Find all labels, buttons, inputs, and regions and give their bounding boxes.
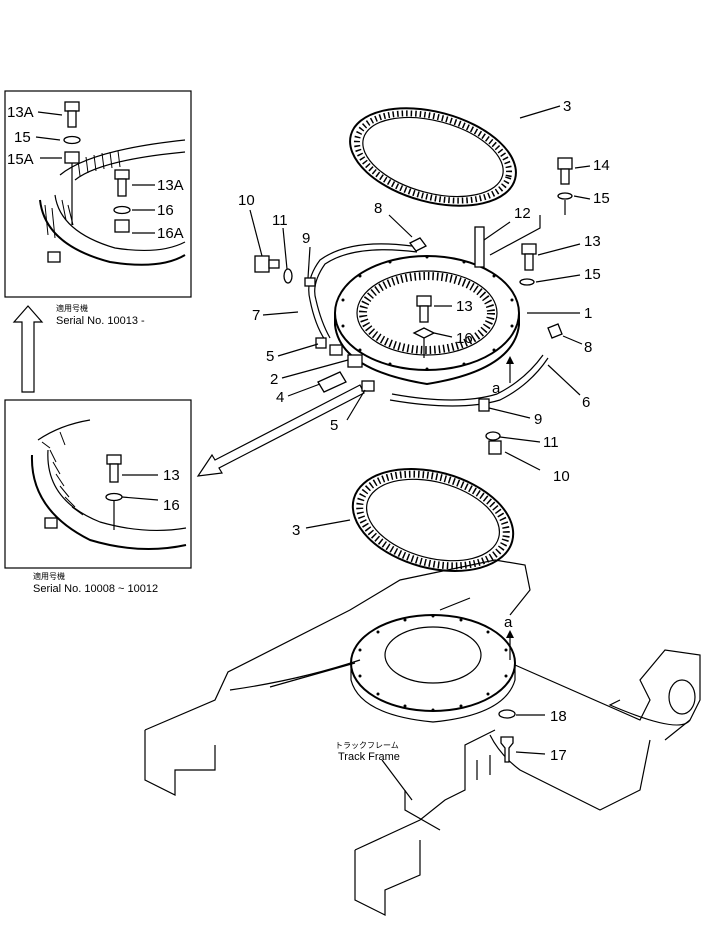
washer-15-icon: [63, 135, 81, 145]
part-label-10: 10: [553, 468, 570, 485]
label-13a: 13A: [157, 177, 184, 194]
reference-mark-a: a: [492, 380, 501, 397]
part-label-13: 13: [456, 298, 473, 315]
part-label-5: 5: [266, 348, 274, 365]
part-label-12: 12: [514, 205, 531, 222]
inset-bottom-caption-jp: 適用号機: [33, 571, 65, 581]
part-label-10: 10: [238, 192, 255, 209]
part-label-8: 8: [374, 200, 382, 217]
part-label-5: 5: [330, 417, 338, 434]
part-label-15: 15: [584, 266, 601, 283]
label-15a: 15A: [7, 151, 34, 168]
grease-line-7: [308, 243, 413, 341]
label-13a: 13A: [7, 104, 34, 121]
pointer-arrow-icon: [196, 384, 365, 477]
grease-line-6: [389, 357, 549, 407]
inset-top-caption-jp: 適用号機: [56, 303, 88, 313]
pin-12-icon: [474, 226, 485, 268]
part-label-11: 11: [272, 212, 288, 229]
inset-top-caption-serial: Serial No. 10013 -: [56, 315, 145, 327]
bolt-10-icon: [254, 255, 280, 273]
lower-seal-ring-3: [351, 468, 515, 572]
swing-circle-bearing-1: [334, 255, 520, 386]
part-label-4: 4: [276, 389, 284, 406]
label-15: 15: [14, 129, 31, 146]
track-frame-label: Track Frame: [338, 751, 400, 763]
part-label-2: 2: [270, 371, 278, 388]
washer-16-icon: [105, 492, 123, 502]
part-label-9: 9: [302, 230, 310, 247]
inset-bottom-caption-serial: Serial No. 10008 ~ 10012: [33, 583, 158, 595]
label-13: 13: [163, 467, 180, 484]
part-label-16: 16: [456, 330, 473, 347]
inset-top-frame: [4, 90, 192, 298]
washer-18-icon: [498, 709, 516, 719]
part-label-9: 9: [534, 411, 542, 428]
part-label-7: 7: [252, 307, 260, 324]
reference-mark-a: a: [504, 614, 513, 631]
bolt-13-icon: [106, 454, 122, 483]
inset-top: 13A 15 15A 13A 16 16A: [4, 90, 192, 298]
part-label-11: 11: [543, 434, 559, 451]
part-label-14: 14: [593, 157, 610, 174]
part-label-3: 3: [292, 522, 300, 539]
part-label-1: 1: [584, 305, 592, 322]
part-label-13: 13: [584, 233, 601, 250]
part-label-6: 6: [582, 394, 590, 411]
bolt-13a-icon: [64, 101, 80, 128]
label-16a: 16A: [157, 225, 184, 242]
upper-seal-ring-3: [349, 107, 517, 207]
track-frame-label-jp: トラックフレーム: [335, 741, 399, 750]
bolt-17-icon: [500, 736, 514, 763]
label-16: 16: [163, 497, 180, 514]
part-label-17: 17: [550, 747, 567, 764]
label-16: 16: [157, 202, 174, 219]
up-arrow-icon: [12, 305, 44, 393]
inset-bottom-frame: [4, 399, 192, 569]
part-label-15: 15: [593, 190, 610, 207]
inset-bottom: 13 16: [4, 399, 192, 569]
part-label-8: 8: [584, 339, 592, 356]
part-label-3: 3: [563, 98, 571, 115]
spacer-15a-icon: [64, 151, 80, 164]
inset-bottom-ring: [30, 454, 187, 550]
track-frame: [144, 559, 701, 916]
part-label-18: 18: [550, 708, 567, 725]
